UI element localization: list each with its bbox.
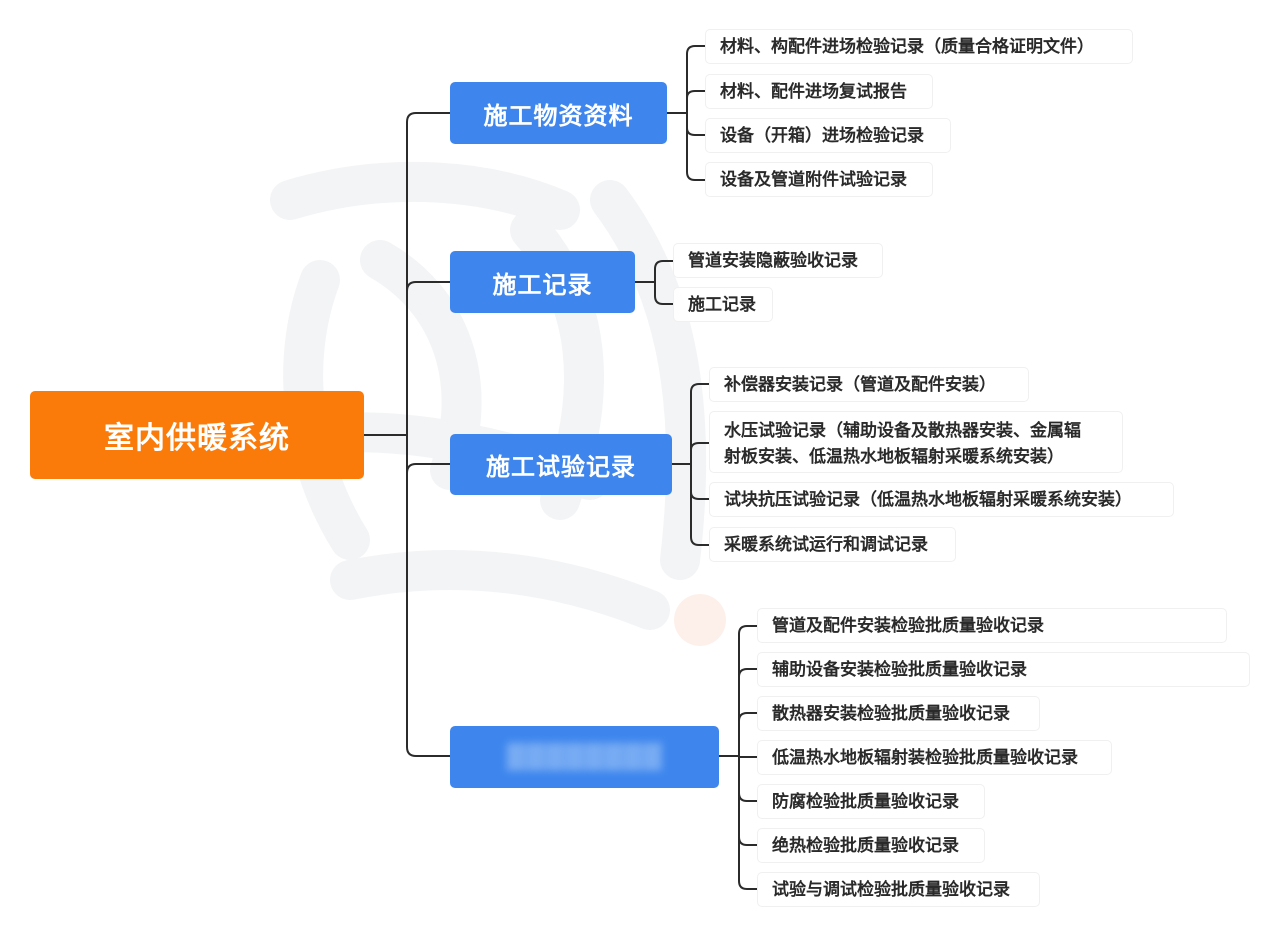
- root-node[interactable]: 室内供暖系统: [30, 391, 364, 479]
- leaf-label: 试块抗压试验记录（低温热水地板辐射采暖系统安装）: [724, 489, 1132, 510]
- leaf-node[interactable]: 试验与调试检验批质量验收记录: [757, 872, 1040, 907]
- leaf-label: 设备（开箱）进场检验记录: [720, 125, 924, 146]
- branch-label: 施工试验记录: [486, 453, 636, 481]
- leaf-node-multiline[interactable]: 水压试验记录（辅助设备及散热器安装、金属辐 射板安装、低温热水地板辐射采暖系统安…: [709, 411, 1123, 473]
- leaf-label-line1: 水压试验记录（辅助设备及散热器安装、金属辐: [724, 421, 1081, 441]
- leaf-label: 材料、配件进场复试报告: [720, 81, 907, 102]
- leaf-label: 管道及配件安装检验批质量验收记录: [772, 615, 1044, 636]
- leaf-label: 材料、构配件进场检验记录（质量合格证明文件）: [720, 36, 1094, 57]
- leaf-node[interactable]: 防腐检验批质量验收记录: [757, 784, 985, 819]
- leaf-node[interactable]: 管道及配件安装检验批质量验收记录: [757, 608, 1227, 643]
- leaf-node[interactable]: 低温热水地板辐射装检验批质量验收记录: [757, 740, 1112, 775]
- leaf-node[interactable]: 管道安装隐蔽验收记录: [673, 243, 883, 278]
- leaf-label: 管道安装隐蔽验收记录: [688, 250, 858, 271]
- leaf-label-line2: 射板安装、低温热水地板辐射采暖系统安装）: [724, 447, 1064, 467]
- leaf-label: 设备及管道附件试验记录: [720, 169, 907, 190]
- branch-node-construction-records[interactable]: 施工记录: [450, 251, 635, 313]
- branch-node-test-records[interactable]: 施工试验记录: [450, 434, 672, 495]
- connector-trunk: [406, 112, 450, 123]
- leaf-node[interactable]: 补偿器安装记录（管道及配件安装）: [709, 367, 1029, 402]
- leaf-label: 施工记录: [688, 294, 756, 315]
- branch-label: 施工物资资料: [483, 101, 634, 130]
- branch-label-obscured: ▓▓▓▓▓▓▓▓: [506, 743, 663, 771]
- leaf-node[interactable]: 试块抗压试验记录（低温热水地板辐射采暖系统安装）: [709, 482, 1174, 517]
- leaf-label: 采暖系统试运行和调试记录: [724, 534, 928, 555]
- leaf-node[interactable]: 设备（开箱）进场检验记录: [705, 118, 951, 153]
- leaf-node[interactable]: 采暖系统试运行和调试记录: [709, 527, 956, 562]
- leaf-node[interactable]: 辅助设备安装检验批质量验收记录: [757, 652, 1250, 687]
- branch-node-obscured[interactable]: ▓▓▓▓▓▓▓▓: [450, 726, 719, 788]
- leaf-label: 补偿器安装记录（管道及配件安装）: [724, 374, 996, 395]
- leaf-label: 辅助设备安装检验批质量验收记录: [772, 659, 1027, 680]
- root-label: 室内供暖系统: [104, 421, 290, 456]
- leaf-label: 防腐检验批质量验收记录: [772, 791, 959, 812]
- branch-node-construction-materials[interactable]: 施工物资资料: [450, 82, 667, 144]
- leaf-node[interactable]: 施工记录: [673, 287, 773, 322]
- leaf-node[interactable]: 设备及管道附件试验记录: [705, 162, 933, 197]
- branch-label: 施工记录: [492, 270, 593, 299]
- leaf-node[interactable]: 绝热检验批质量验收记录: [757, 828, 985, 863]
- leaf-label: 试验与调试检验批质量验收记录: [772, 879, 1010, 900]
- leaf-node[interactable]: 散热器安装检验批质量验收记录: [757, 696, 1040, 731]
- leaf-node[interactable]: 材料、配件进场复试报告: [705, 74, 933, 109]
- leaf-label: 低温热水地板辐射装检验批质量验收记录: [772, 747, 1078, 768]
- leaf-label: 散热器安装检验批质量验收记录: [772, 703, 1010, 724]
- leaf-label: 绝热检验批质量验收记录: [772, 835, 959, 856]
- leaf-node[interactable]: 材料、构配件进场检验记录（质量合格证明文件）: [705, 29, 1133, 64]
